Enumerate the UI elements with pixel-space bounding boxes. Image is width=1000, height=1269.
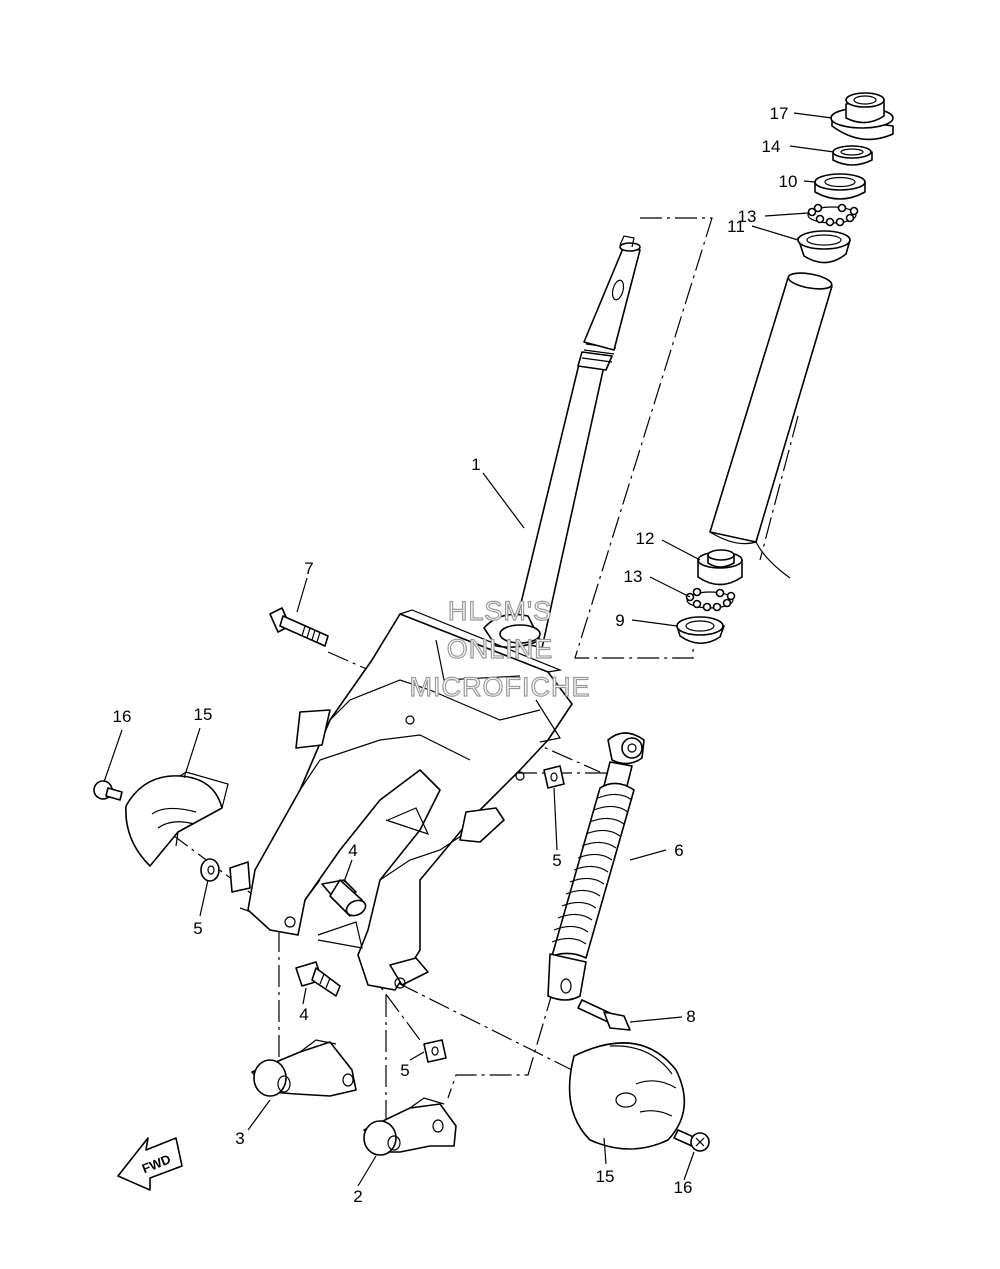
bolt-8 [577, 999, 631, 1031]
ball-race-13-bottom [685, 587, 736, 612]
cover-15-left [125, 771, 229, 867]
callout-4-upper: 4 [348, 841, 357, 860]
callout-2: 2 [353, 1187, 362, 1206]
ring-nut-10 [814, 173, 866, 200]
ball-race-11 [797, 230, 851, 264]
callout-1: 1 [471, 455, 480, 474]
callout-5-bottom: 5 [400, 1061, 409, 1080]
callout-13-bottom: 13 [624, 567, 643, 586]
cap-nut-17 [830, 92, 894, 141]
nut-5-left [200, 858, 220, 882]
callout-5-right: 5 [552, 851, 561, 870]
callout-7: 7 [304, 559, 313, 578]
callout-16-right: 16 [674, 1178, 693, 1197]
watermark: HLSM'S ONLINE MICROFICHE [409, 595, 591, 702]
swing-arm-frame [229, 609, 573, 991]
callout-11: 11 [727, 217, 745, 236]
ball-race-9 [676, 616, 725, 645]
callouts: 17 14 10 13 11 1 12 13 9 7 16 15 5 4 5 6… [113, 104, 798, 1206]
bracket-3 [251, 1039, 357, 1097]
nut-5-right [543, 765, 565, 789]
bolt-7 [269, 607, 329, 647]
callout-15-left: 15 [194, 705, 213, 724]
bolt-4-upper [321, 879, 367, 917]
watermark-line-3: MICROFICHE [410, 672, 591, 702]
screw-16-right [673, 1129, 710, 1152]
leader-lines [103, 112, 835, 1187]
ball-race-12 [697, 549, 743, 586]
callout-14: 14 [762, 137, 781, 156]
callout-10: 10 [779, 172, 798, 191]
head-pipe-tube [709, 272, 833, 579]
watermark-line-2: ONLINE [447, 634, 554, 664]
callout-8: 8 [686, 1007, 695, 1026]
watermark-line-1: HLSM'S [448, 596, 552, 626]
fwd-direction-badge: FWD [117, 1137, 183, 1191]
callout-6: 6 [674, 841, 683, 860]
callout-9: 9 [615, 611, 624, 630]
callout-5-left: 5 [193, 919, 202, 938]
lock-washer-14 [832, 145, 873, 166]
callout-12: 12 [636, 529, 655, 548]
ball-race-13-top [807, 203, 859, 227]
cover-15-right [568, 1042, 686, 1150]
steering-shaft [483, 235, 641, 649]
bolt-4-lower [295, 961, 341, 997]
screw-16-left [93, 780, 123, 801]
callout-15-right: 15 [596, 1167, 615, 1186]
callout-16-left: 16 [113, 707, 132, 726]
callout-3: 3 [235, 1129, 244, 1148]
callout-4-lower: 4 [299, 1005, 308, 1024]
bracket-2 [363, 1097, 457, 1156]
callout-17: 17 [770, 104, 789, 123]
nut-5-bottom [423, 1039, 447, 1063]
callout-13-top: 13 [738, 207, 757, 226]
rear-shock [547, 732, 645, 1001]
